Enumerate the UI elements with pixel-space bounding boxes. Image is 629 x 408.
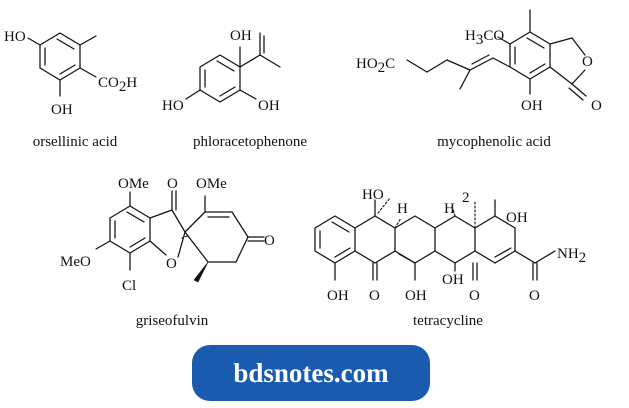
orsellinic-ho-label: HO	[4, 29, 26, 45]
tetracycline-structure: OH HO O H OH H 2	[314, 187, 586, 304]
tetra-ho-label: HO	[362, 187, 384, 203]
caption-orsellinic-acid: orsellinic acid	[32, 134, 118, 150]
myco-lactone-o-label: O	[582, 54, 593, 70]
griseo-meo-label: MeO	[60, 254, 91, 270]
caption-griseofulvin: griseofulvin	[135, 313, 209, 329]
phlor-ho-label: HO	[162, 98, 184, 114]
tetra-oh-right-label: OH	[506, 210, 528, 226]
orsellinic-acid-structure: HO CO2H OH	[4, 29, 137, 118]
tetra-h-c-label: H	[397, 201, 408, 217]
phloracetophenone-structure: OH OH HO	[162, 28, 281, 114]
griseo-enone-o-label: O	[264, 233, 275, 249]
caption-tetracycline: tetracycline	[413, 313, 483, 329]
site-banner: bdsnotes.com	[192, 345, 430, 401]
tetra-amide-o-label: O	[529, 288, 540, 304]
tetra-oh-a-label: OH	[327, 288, 349, 304]
tetra-oh-c-label: OH	[405, 288, 427, 304]
tetra-o-d-label: O	[469, 288, 480, 304]
tetra-h-d-label: H	[444, 201, 455, 217]
tetra-oh-d-label: OH	[442, 272, 464, 288]
griseo-ome-right-label: OMe	[196, 176, 227, 192]
griseo-ome-top-label: OMe	[118, 176, 149, 192]
tetra-nh2-label: NH2	[557, 246, 586, 266]
caption-phloracetophenone: phloracetophenone	[192, 134, 308, 150]
griseo-cl-label: Cl	[122, 278, 136, 294]
banner-text: bdsnotes.com	[233, 357, 389, 388]
myco-carbonyl-o-label: O	[591, 98, 602, 114]
caption-mycophenolic-acid: mycophenolic acid	[437, 134, 551, 150]
tetra-o-b-label: O	[369, 288, 380, 304]
myco-oh-label: OH	[521, 98, 543, 114]
mycophenolic-acid-structure: H3CO O O OH HO2C	[356, 9, 602, 114]
tetra-nme2-label: 2	[462, 190, 470, 206]
griseo-ring-o-label: O	[166, 256, 177, 272]
myco-ho2c-label: HO2C	[356, 56, 395, 76]
griseofulvin-structure: OMe MeO Cl O O OMe O	[60, 176, 275, 294]
myco-h3co-label: H3CO	[465, 28, 504, 48]
phlor-oh-right-label: OH	[258, 98, 280, 114]
phlor-oh-top-label: OH	[230, 28, 252, 44]
orsellinic-oh-label: OH	[51, 102, 73, 118]
orsellinic-co2h-label: CO2H	[98, 75, 137, 95]
griseo-ketone-o-label: O	[167, 176, 178, 192]
